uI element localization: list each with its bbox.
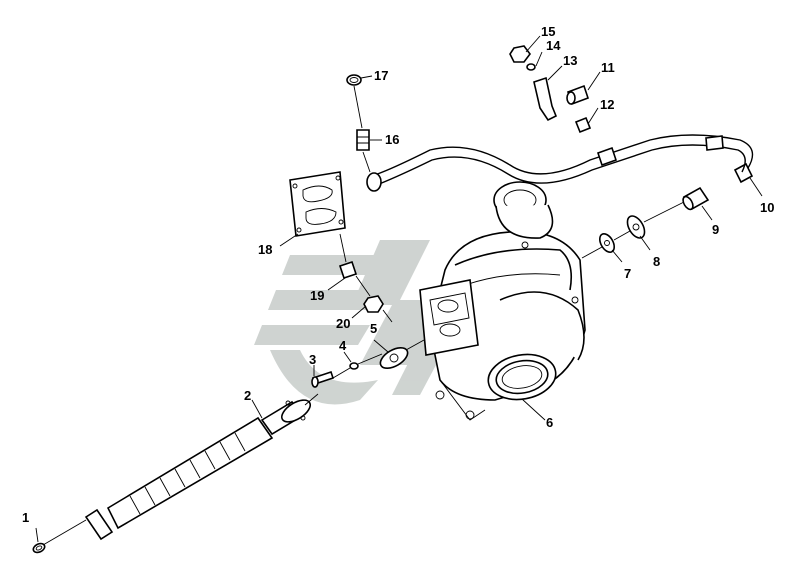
part-label-7: 7: [624, 266, 631, 281]
part-label-11: 11: [601, 60, 615, 75]
part-label-9: 9: [712, 222, 719, 237]
part-label-4: 4: [339, 338, 347, 353]
part-10-fitting: [733, 162, 754, 184]
part-14-washer: [526, 63, 536, 71]
part-8-flange: [626, 215, 646, 239]
part-label-8: 8: [653, 254, 660, 269]
part-7-gasket: [598, 233, 616, 253]
part-label-20: 20: [336, 316, 350, 331]
part-17-oring: [346, 74, 362, 86]
part-20-nut: [363, 295, 384, 313]
part-labels: 1 2 3 4 5 6 7 8 9 10 11 12 13 14 15 16 1…: [22, 24, 774, 525]
part-5-gasket: [379, 346, 409, 370]
part-label-2: 2: [244, 388, 251, 403]
oil-feed-tube: [366, 134, 754, 192]
part-19-stud: [338, 260, 358, 280]
part-16-adapter: [356, 129, 370, 151]
part-18-gasket: [289, 171, 346, 237]
part-15-nut: [509, 45, 531, 63]
part-11-fitting: [566, 84, 590, 106]
part-label-14: 14: [546, 38, 561, 53]
part-9-connector: [682, 186, 710, 211]
part-4-washer: [349, 362, 359, 370]
part-label-1: 1: [22, 510, 29, 525]
part-1-oring: [32, 542, 46, 554]
leader-lines: [35, 35, 763, 546]
part-12-bolt: [574, 116, 592, 134]
part-label-18: 18: [258, 242, 272, 257]
part-label-12: 12: [600, 97, 614, 112]
part-label-10: 10: [760, 200, 774, 215]
part-label-5: 5: [370, 321, 377, 336]
part-label-19: 19: [310, 288, 324, 303]
part-2-oil-return-hose: [84, 399, 312, 541]
part-label-16: 16: [385, 132, 399, 147]
part-13-pipe: [533, 76, 558, 122]
part-label-15: 15: [541, 24, 555, 39]
part-label-3: 3: [309, 352, 316, 367]
part-label-13: 13: [563, 53, 577, 68]
part-6-turbocharger: [419, 181, 586, 421]
part-label-6: 6: [546, 415, 553, 430]
part-label-17: 17: [374, 68, 388, 83]
